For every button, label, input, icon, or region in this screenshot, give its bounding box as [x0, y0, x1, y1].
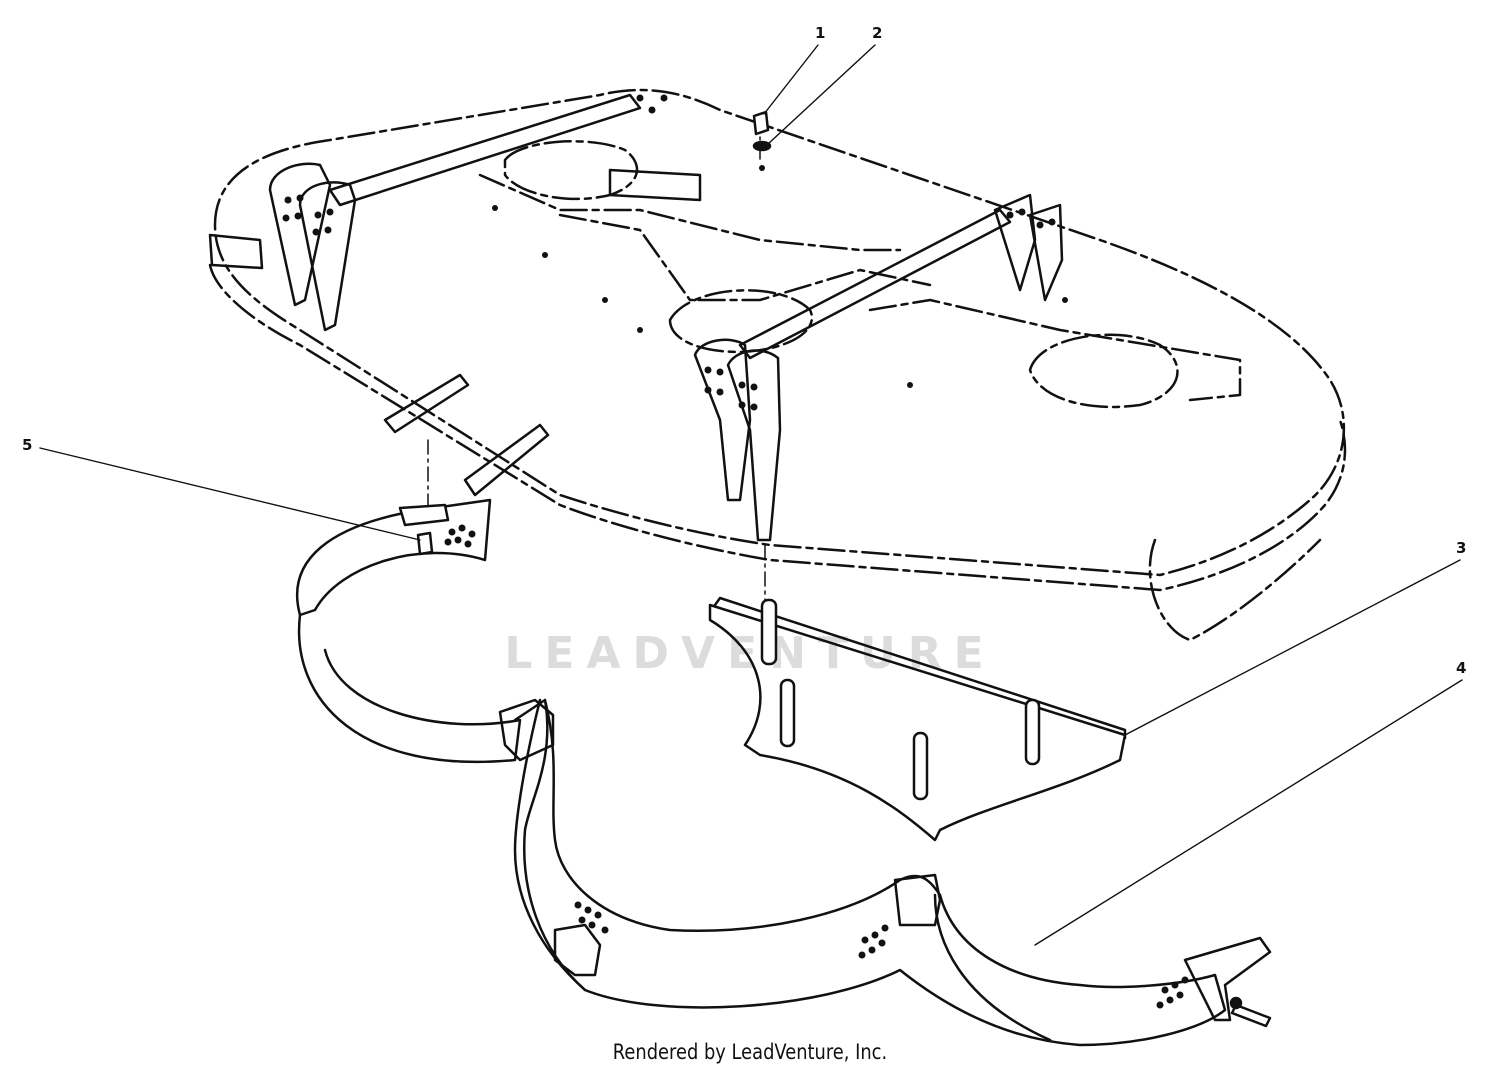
- callout-leaders: [39, 44, 1463, 946]
- callout-4: 4: [1456, 659, 1467, 677]
- callout-2: 2: [872, 24, 883, 42]
- bracket-holes: [282, 94, 1068, 411]
- credit-text: Rendered by LeadVenture, Inc.: [612, 1040, 888, 1064]
- watermark-text: LEADVENTURE: [504, 628, 996, 679]
- hardware-parts: [398, 110, 1272, 1028]
- callout-1: 1: [815, 24, 826, 42]
- band-vent-holes: [444, 524, 1189, 1009]
- alignment-lines: [427, 117, 766, 601]
- mower-deck: [208, 88, 1347, 642]
- chute-band-part-4: [295, 498, 1272, 1047]
- baffle-plate-part-3: [708, 596, 1127, 842]
- callout-3: 3: [1456, 539, 1467, 557]
- callout-5: 5: [22, 436, 33, 454]
